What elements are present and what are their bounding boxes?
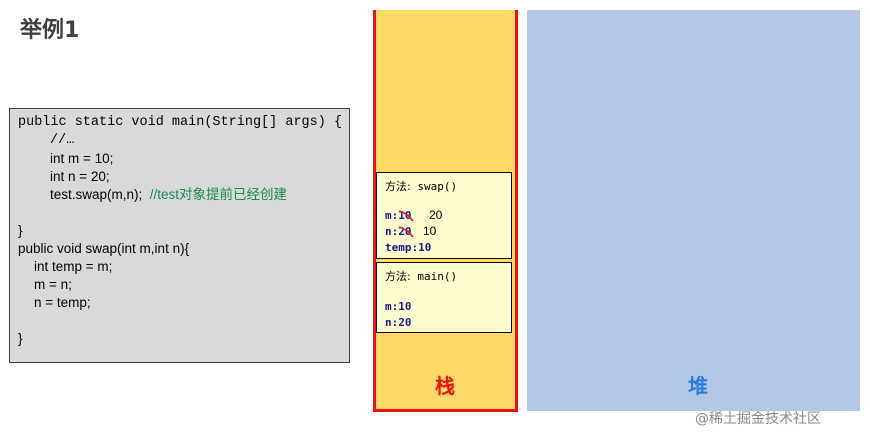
- code-line: }: [18, 331, 23, 346]
- strike-mark-icon: [399, 210, 414, 222]
- code-line: int m = 10;: [50, 151, 114, 166]
- struck-old-value: 20: [398, 225, 414, 238]
- code-comment: //test对象提前已经创建: [149, 187, 288, 202]
- code-block: public static void main(String[] args) {…: [9, 108, 350, 363]
- strike-mark-icon: [399, 226, 414, 238]
- var-n: n:20: [385, 316, 412, 329]
- frame-title: 方法: swap(): [385, 178, 457, 194]
- var-label: m:: [385, 209, 399, 222]
- code-statement: test.swap(m,n);: [50, 187, 143, 202]
- code-line: int temp = m;: [34, 259, 113, 274]
- heap-label: 堆: [688, 374, 708, 398]
- var-temp: temp:10: [385, 241, 432, 254]
- code-blank-line: [18, 312, 349, 330]
- code-line: public static void main(String[] args) {: [18, 115, 343, 130]
- code-line: test.swap(m,n); //test对象提前已经创建: [18, 186, 349, 204]
- var-m-new-value: 20: [429, 208, 443, 222]
- frame-title-prefix: 方法:: [385, 270, 411, 283]
- heap-region: [527, 10, 860, 411]
- frame-title: 方法: main(): [385, 268, 457, 284]
- var-n-new-value: 10: [423, 224, 437, 238]
- var-m: m:10: [385, 209, 414, 222]
- code-line: //…: [50, 133, 75, 148]
- var-label: n:: [385, 225, 399, 238]
- struck-old-value: 10: [398, 209, 414, 222]
- var-m: m:10: [385, 300, 412, 313]
- code-blank-line: [18, 204, 349, 222]
- frame-method-name: main(): [417, 270, 458, 283]
- code-line: n = temp;: [34, 295, 91, 310]
- frame-method-name: swap(): [417, 180, 458, 193]
- stack-frame-swap: 方法: swap() m:10 20 n:20 10 temp:10: [376, 172, 512, 259]
- code-line: }: [18, 223, 23, 238]
- code-line: int n = 20;: [50, 169, 110, 184]
- stack-label: 栈: [435, 374, 455, 398]
- stack-frame-main: 方法: main() m:10 n:20: [376, 262, 512, 333]
- var-n: n:20: [385, 225, 414, 238]
- slide-title: 举例1: [20, 18, 80, 43]
- code-line: public void swap(int m,int n){: [18, 241, 190, 256]
- watermark: @稀土掘金技术社区: [695, 411, 821, 427]
- frame-title-prefix: 方法:: [385, 180, 411, 193]
- code-line: m = n;: [34, 277, 72, 292]
